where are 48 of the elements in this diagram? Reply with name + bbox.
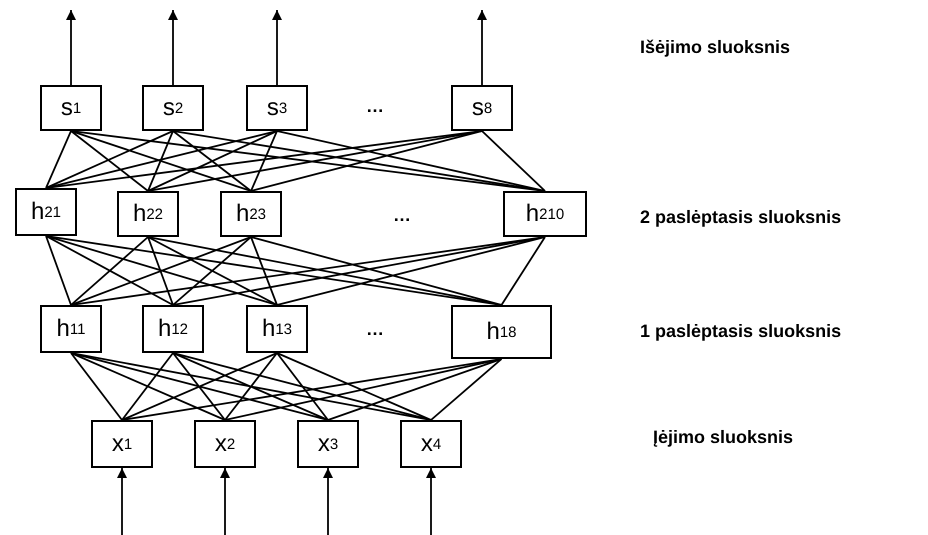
connection-line bbox=[172, 352, 226, 421]
connection-line bbox=[276, 130, 546, 192]
layer-label: Įėjimo sluoksnis bbox=[653, 427, 794, 448]
connection-line bbox=[46, 130, 174, 189]
connection-line bbox=[45, 130, 72, 188]
connection-line bbox=[148, 236, 278, 306]
connection-line bbox=[250, 130, 482, 192]
connection-line bbox=[250, 236, 278, 306]
layer-label: Išėjimo sluoksnis bbox=[640, 37, 790, 58]
arrow bbox=[323, 468, 333, 535]
connection-line bbox=[46, 235, 174, 306]
ellipsis: … bbox=[366, 319, 384, 340]
connection-line bbox=[276, 352, 432, 421]
connection-line bbox=[70, 236, 149, 306]
connection-line bbox=[70, 352, 226, 421]
arrow bbox=[426, 468, 436, 535]
layer-label: 1 paslėptasis sluoksnis bbox=[640, 321, 842, 342]
connection-line bbox=[147, 130, 174, 192]
layer-label: 2 paslėptasis sluoksnis bbox=[640, 207, 842, 228]
connection-line bbox=[70, 236, 252, 306]
connection-line bbox=[276, 352, 329, 421]
connection-line bbox=[70, 352, 123, 421]
arrow bbox=[117, 468, 127, 535]
connection-line bbox=[172, 236, 252, 306]
arrow bbox=[220, 468, 230, 535]
connection-line bbox=[147, 236, 174, 306]
connection-line bbox=[122, 352, 278, 421]
connection-line bbox=[70, 130, 252, 192]
connection-line bbox=[70, 130, 149, 192]
connection-line bbox=[430, 358, 502, 421]
ellipsis: … bbox=[366, 96, 384, 117]
arrow bbox=[272, 10, 282, 85]
connection-line bbox=[500, 236, 546, 306]
connection-line bbox=[121, 352, 174, 421]
connection-line bbox=[45, 236, 72, 306]
connection-line bbox=[250, 130, 278, 192]
connection-line bbox=[250, 236, 502, 306]
ellipsis: … bbox=[393, 205, 411, 226]
connection-line bbox=[224, 352, 278, 421]
connection-line bbox=[172, 130, 252, 192]
connection-line bbox=[276, 236, 546, 306]
connection-line bbox=[148, 130, 278, 192]
connection-line bbox=[172, 352, 328, 421]
arrow bbox=[168, 10, 178, 85]
connection-line bbox=[481, 130, 546, 192]
arrow bbox=[477, 10, 487, 85]
arrow bbox=[66, 10, 76, 85]
connection-line bbox=[328, 358, 502, 421]
